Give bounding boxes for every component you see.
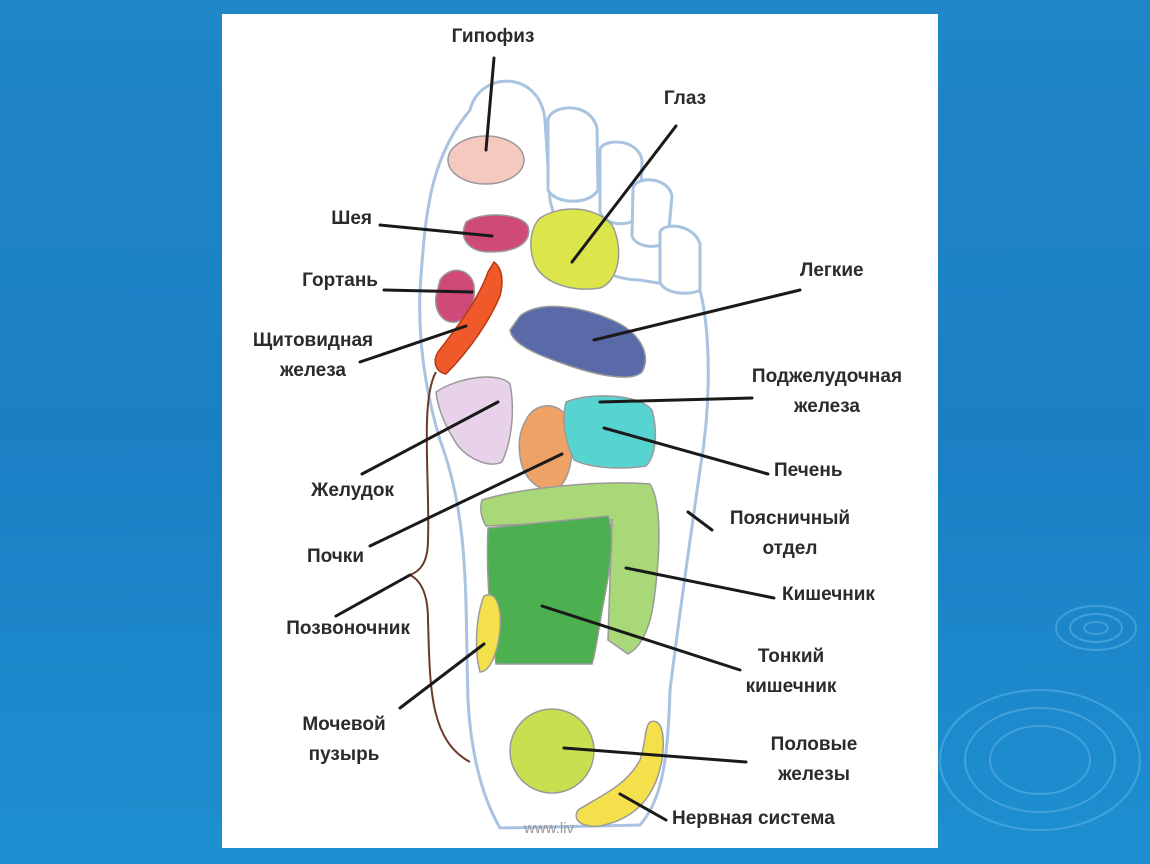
leader-sheya xyxy=(378,223,494,238)
zone-glaz xyxy=(530,208,620,290)
label-mochevoy-line1: Мочевой xyxy=(302,714,386,735)
label-shchitovidnaya-line1: Щитовидная xyxy=(252,330,374,351)
watermark-text: www.liv xyxy=(524,820,575,837)
leader-shchitovidnaya xyxy=(358,324,468,364)
toes xyxy=(546,106,702,295)
leader-podzheludochnaya xyxy=(598,396,754,404)
label-zheludok: Желудок xyxy=(311,480,394,501)
toe-5 xyxy=(658,224,702,295)
zone-tonkiy-kishechnik xyxy=(486,515,613,665)
leader-pozvonochnik xyxy=(334,573,412,618)
zone-shchitovidnaya xyxy=(434,260,503,375)
zone-legkie xyxy=(509,305,647,378)
zone-mochevoy xyxy=(475,594,502,673)
label-pozvonochnik: Позвоночник xyxy=(286,618,410,639)
leader-glaz xyxy=(570,124,678,264)
label-tonkiy-line1: Тонкий xyxy=(757,646,825,667)
leader-tonkiy xyxy=(540,604,742,672)
label-glaz: Глаз xyxy=(663,88,707,109)
label-pechen: Печень xyxy=(774,460,843,481)
leader-gipofiz xyxy=(484,56,496,152)
label-mochevoy-line2: пузырь xyxy=(308,744,380,765)
label-polovye-line2: железы xyxy=(778,764,850,785)
zone-kishechnik xyxy=(480,482,660,655)
label-sheya: Шея xyxy=(331,208,372,229)
label-shchitovidnaya-line2: железа xyxy=(280,360,346,381)
zone-pechen xyxy=(563,395,657,469)
label-podzheludochnaya-line2: железа xyxy=(794,396,860,417)
leader-mochevoy xyxy=(398,642,486,710)
toe-2 xyxy=(546,106,600,203)
leader-pochki xyxy=(368,452,564,548)
label-nervnaya: Нервная система xyxy=(672,808,835,829)
leader-pechen xyxy=(602,426,770,476)
leader-polovye xyxy=(562,746,748,764)
zone-zheludok xyxy=(435,376,514,465)
leader-lines xyxy=(334,56,802,822)
label-poyasnichny-line2: отдел xyxy=(762,538,818,559)
label-gipofiz: Гипофиз xyxy=(451,26,535,47)
label-polovye-line1: Половые xyxy=(770,734,858,755)
leader-gortan xyxy=(382,288,474,294)
label-gortan: Гортань xyxy=(302,270,378,291)
label-poyasnichny-line1: Поясничный xyxy=(729,508,851,529)
label-kishechnik: Кишечник xyxy=(782,584,875,605)
leader-zheludok xyxy=(360,400,500,476)
leader-nervnaya xyxy=(618,792,668,822)
zone-sheya xyxy=(462,214,530,253)
ripple-decoration xyxy=(939,605,1141,831)
leader-legkie xyxy=(592,288,802,342)
label-pochki: Почки xyxy=(306,546,364,567)
label-podzheludochnaya-line1: Поджелудочная xyxy=(751,366,903,387)
label-tonkiy-line2: кишечник xyxy=(745,676,837,697)
zone-nervnaya xyxy=(575,720,664,828)
leader-poyasnichny xyxy=(686,510,714,532)
label-legkie: Легкие xyxy=(800,260,864,281)
leader-kishechnik xyxy=(624,566,776,600)
zone-polovye xyxy=(509,708,595,794)
